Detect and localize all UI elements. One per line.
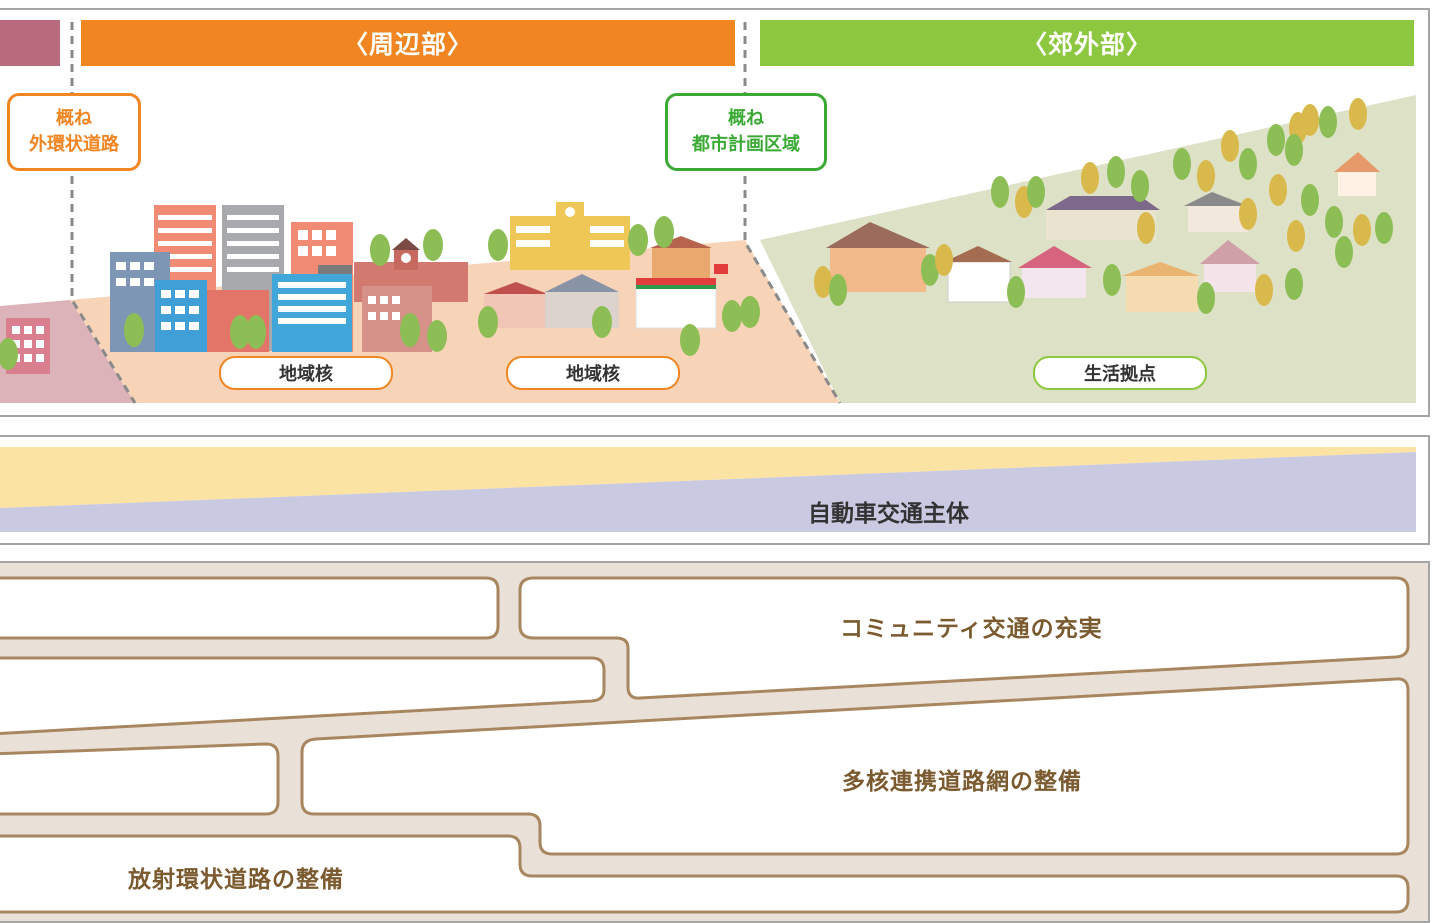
multi-core-road-network-label: 多核連携道路網の整備 (842, 769, 1082, 795)
outer-ring-line2: 外環状道路 (29, 134, 119, 155)
zone-title-periphery: 〈周辺部〉 (81, 20, 735, 66)
city-planning-boundary-callout: 概ね 都市計画区域 (665, 93, 827, 171)
zone-title-suburb: 〈郊外部〉 (760, 20, 1414, 66)
life-base-label-text: 生活拠点 (1084, 364, 1156, 385)
city-planning-line2: 都市計画区域 (692, 134, 800, 155)
car-traffic-label: 自動車交通主体 (808, 501, 969, 527)
community-transport-label: コミュニティ交通の充実 (840, 616, 1103, 642)
regional-core-1-buildings (110, 205, 468, 352)
suburb-houses (814, 98, 1393, 314)
zone-illustration (0, 8, 1430, 417)
regional-core-label-1-text: 地域核 (279, 364, 333, 385)
regional-core-label-2-text: 地域核 (566, 364, 620, 385)
outer-ring-boundary-callout: 概ね 外環状道路 (7, 93, 141, 171)
radial-ring-road-label: 放射環状道路の整備 (128, 867, 344, 893)
zone-title-suburb-text: 〈郊外部〉 (1021, 30, 1152, 59)
regional-core-label-2: 地域核 (506, 356, 680, 390)
life-base-label: 生活拠点 (1033, 356, 1207, 390)
center-zone-band (0, 20, 60, 66)
regional-core-label-1: 地域核 (219, 356, 393, 390)
city-planning-line1: 概ね (728, 108, 764, 129)
regional-core-2-buildings (478, 202, 760, 356)
outer-ring-line1: 概ね (56, 108, 92, 129)
zone-title-periphery-text: 〈周辺部〉 (342, 30, 473, 59)
